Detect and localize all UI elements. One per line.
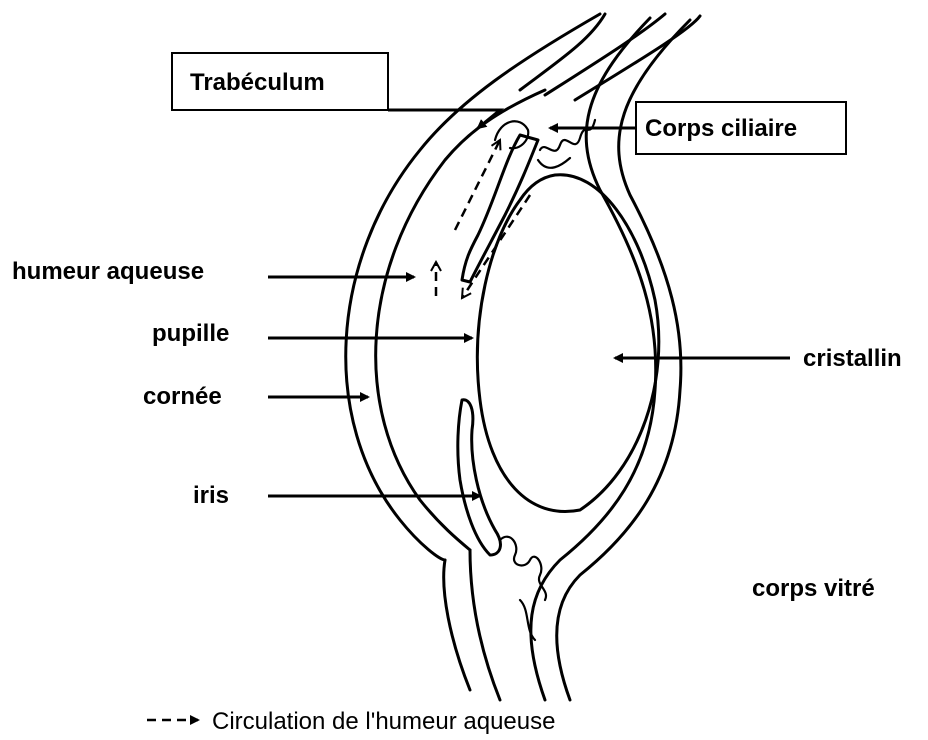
pupille-label: pupille (152, 320, 229, 347)
upper-iris (462, 135, 538, 282)
aqueous-flow-arrows (436, 140, 530, 298)
lens-outline (477, 175, 658, 512)
cristallin-label: cristallin (803, 345, 902, 372)
corps-ciliaire-label: Corps ciliaire (645, 115, 797, 142)
corps-vitre-label: corps vitré (752, 575, 875, 602)
humeur-aqueuse-label: humeur aqueuse (12, 258, 204, 285)
legend-text: Circulation de l'humeur aqueuse (212, 708, 555, 735)
lower-sclera-1 (444, 560, 470, 690)
iris-label: iris (193, 482, 229, 509)
trabeculum-label: Trabéculum (190, 69, 325, 96)
cornee-label: cornée (143, 383, 222, 410)
flow-arrow-up-to-trabeculum (455, 140, 500, 230)
lower-sclera-2 (470, 550, 500, 700)
sclera-band-1 (520, 14, 605, 90)
lower-iris (458, 400, 501, 555)
leader-lines (268, 110, 790, 496)
legend: Circulation de l'humeur aqueuse (147, 708, 555, 735)
